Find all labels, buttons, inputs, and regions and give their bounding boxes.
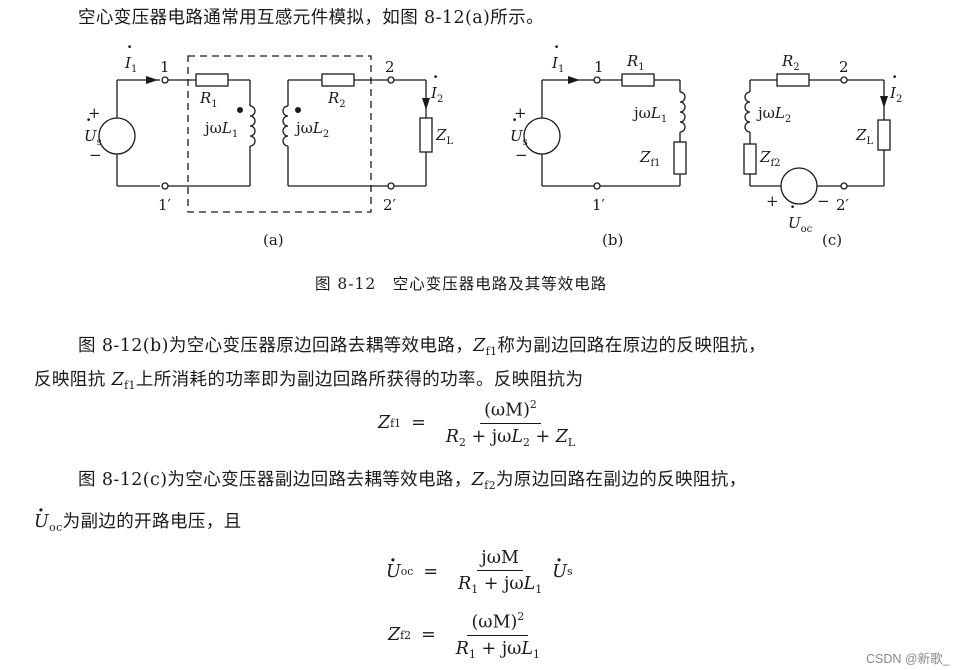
para-c-line2: Uoc为副边的开路电压，且: [34, 501, 242, 534]
para-b-line1: 图 8-12(b)为空心变压器原边回路去耦等效电路，Zf1称为副边回路在原边的反…: [78, 336, 766, 358]
watermark: CSDN @新歌_: [866, 652, 950, 666]
svg-text:·: ·: [127, 38, 132, 56]
svg-text:·: ·: [554, 38, 559, 56]
uoc-label-c: Uoc: [788, 214, 813, 235]
para-b-line2: 反映阻抗 Zf1上所消耗的功率即为副边回路所获得的功率。反映阻抗为: [34, 370, 584, 392]
source-plus-a: +: [88, 104, 101, 122]
node-2p-label-c: 2′: [836, 196, 850, 214]
r2-label-a: R2: [327, 89, 346, 110]
jwl1-label-a: jωL1: [203, 119, 238, 140]
current-I2-label-a: I2: [430, 84, 443, 105]
svg-text:·: ·: [433, 68, 438, 86]
sublabel-b: (b): [602, 231, 623, 249]
zl-label-a: ZL: [435, 126, 453, 147]
current-I2-label-c: I2: [889, 84, 902, 105]
node-1-label-a: 1: [160, 58, 170, 76]
zf2-label-c: Zf2: [759, 148, 781, 169]
r1-label-a: R1: [199, 89, 218, 110]
figure-caption: 图 8-12 空心变压器电路及其等效电路: [315, 275, 608, 293]
source-minus-a: −: [89, 146, 102, 164]
circuit-figure: 1 1′ 2 2′ + − Us · I1 · R1 jωL1 jωL2 R2 …: [84, 38, 902, 249]
source-label-b: Us: [510, 127, 528, 148]
svg-text:·: ·: [86, 111, 91, 129]
para-c-line1: 图 8-12(c)为空心变压器副边回路去耦等效电路，Zf2为原边回路在副边的反映…: [78, 470, 747, 492]
equation-uoc: Uoc = jωM R1 + jωL1 Us: [386, 548, 573, 596]
source-minus-c: −: [817, 192, 830, 210]
node-1-label-b: 1: [594, 58, 604, 76]
sublabel-c: (c): [822, 231, 842, 249]
r2-label-c: R2: [781, 52, 800, 73]
svg-text:·: ·: [512, 111, 517, 129]
node-1p-label-a: 1′: [158, 196, 172, 214]
r1-label-b: R1: [626, 52, 645, 73]
node-2-label-a: 2: [385, 58, 395, 76]
jwl2-label-a: jωL2: [294, 119, 329, 140]
intro-paragraph: 空心变压器电路通常用互感元件模拟，如图 8-12(a)所示。: [78, 8, 544, 28]
svg-text:·: ·: [790, 198, 795, 216]
node-1p-label-b: 1′: [592, 196, 606, 214]
jwl1-label-b: jωL1: [632, 104, 667, 125]
zf1-label-b: Zf1: [639, 148, 661, 169]
svg-text:·: ·: [892, 68, 897, 86]
node-2-label-c: 2: [839, 58, 849, 76]
current-I1-label-b: I1: [551, 54, 564, 75]
node-2p-label-a: 2′: [383, 196, 397, 214]
jwl2-label-c: jωL2: [756, 104, 791, 125]
current-I1-label-a: I1: [124, 54, 137, 75]
source-plus-b: +: [514, 104, 527, 122]
source-plus-c: +: [766, 192, 779, 210]
source-label-a: Us: [84, 127, 102, 148]
zl-label-c: ZL: [855, 126, 873, 147]
sublabel-a: (a): [263, 231, 284, 249]
source-minus-b: −: [515, 146, 528, 164]
